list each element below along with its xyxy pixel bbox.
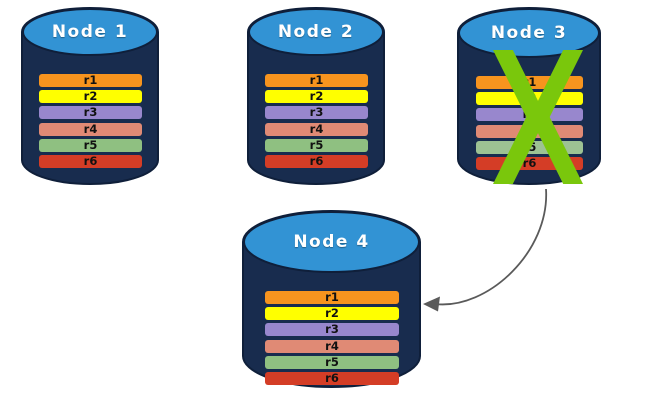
row-bar-r6[interactable]: r6 bbox=[265, 155, 368, 168]
row-bar-r2[interactable]: r2 bbox=[265, 307, 399, 321]
cylinder-top bbox=[458, 8, 600, 58]
cylinder-top bbox=[22, 8, 158, 56]
row-bar-r6[interactable]: r6 bbox=[265, 372, 399, 385]
row-bar-r2[interactable]: r2 bbox=[39, 90, 142, 104]
row-bar-r5[interactable]: r5 bbox=[265, 355, 399, 369]
row-bar-r1[interactable]: r1 bbox=[476, 76, 583, 89]
row-bar-r1[interactable]: r1 bbox=[265, 291, 399, 304]
row-bar-r3[interactable]: r3 bbox=[265, 323, 399, 337]
row-bar-r4[interactable]: r4 bbox=[476, 124, 583, 138]
row-bar-r5[interactable]: r5 bbox=[39, 138, 142, 152]
row-bar-r2[interactable]: r2 bbox=[476, 92, 583, 106]
cylinder-top bbox=[248, 8, 384, 56]
row-bar-r3[interactable]: r3 bbox=[39, 106, 142, 120]
row-bar-r3[interactable]: r3 bbox=[476, 108, 583, 122]
row-bar-r6[interactable]: r6 bbox=[476, 157, 583, 170]
row-bar-r4[interactable]: r4 bbox=[265, 339, 399, 353]
row-bar-r4[interactable]: r4 bbox=[265, 122, 368, 136]
row-bar-r1[interactable]: r1 bbox=[39, 74, 142, 87]
row-bar-r5[interactable]: r5 bbox=[265, 138, 368, 152]
cylinder-top bbox=[243, 211, 420, 273]
row-bar-r5[interactable]: r5 bbox=[476, 140, 583, 154]
row-bar-r2[interactable]: r2 bbox=[265, 90, 368, 104]
row-bar-r3[interactable]: r3 bbox=[265, 106, 368, 120]
row-bar-r1[interactable]: r1 bbox=[265, 74, 368, 87]
row-bar-r6[interactable]: r6 bbox=[39, 155, 142, 168]
row-bar-r4[interactable]: r4 bbox=[39, 122, 142, 136]
